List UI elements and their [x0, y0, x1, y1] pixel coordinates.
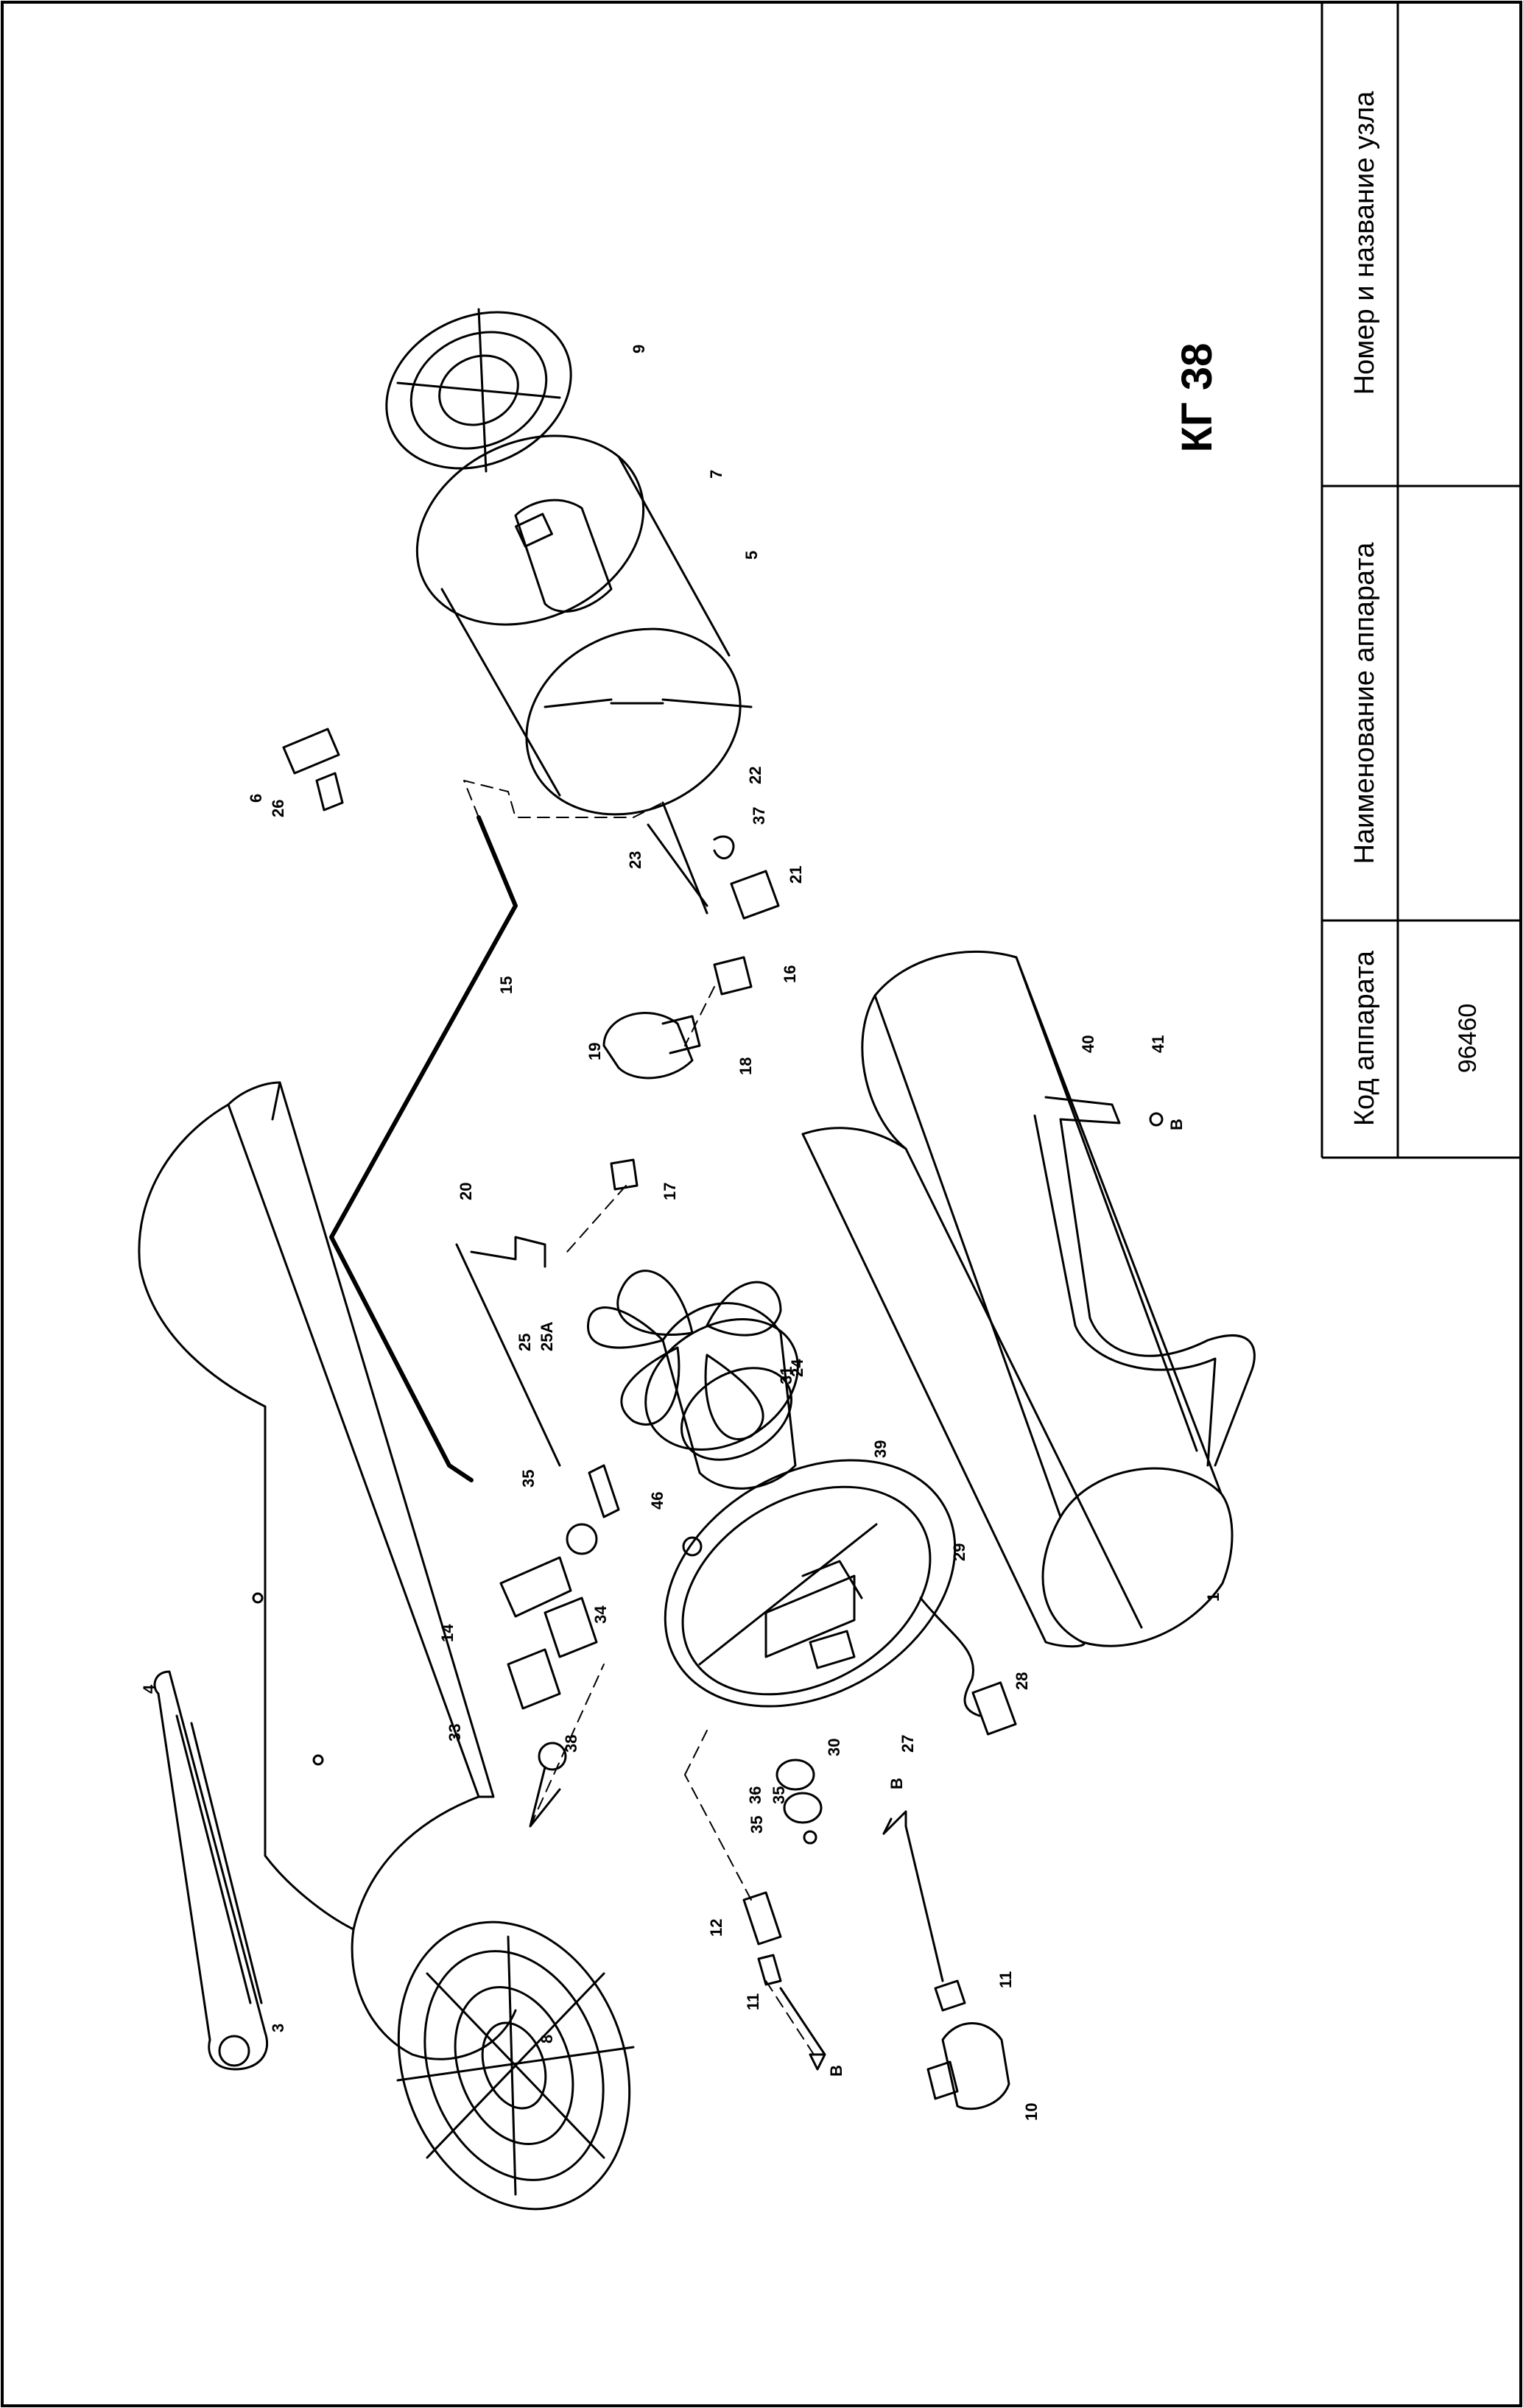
callout-label: 11 [996, 1971, 1015, 1988]
callout-label: 35 [770, 1786, 788, 1804]
callout-label: 34 [591, 1605, 610, 1624]
callout-label: 31 [777, 1367, 795, 1384]
callout-label: 35 [519, 1470, 538, 1488]
fan-motor [644, 1302, 799, 1490]
callout-label: 7 [707, 470, 725, 479]
callout-label: 5 [742, 551, 761, 560]
callout-label: 1 [1204, 1593, 1223, 1602]
callout-label: 3 [269, 2024, 287, 2032]
code-value: 96460 [1454, 1004, 1482, 1074]
stand-tube [1033, 1096, 1256, 1467]
callout-label: 24 [788, 1359, 806, 1377]
bracket [282, 728, 344, 812]
callout-label: 30 [825, 1739, 843, 1756]
callout-label: 19 [585, 1043, 604, 1060]
callout-label: 12 [707, 1919, 725, 1937]
callout-label: 6 [247, 794, 265, 803]
callout-label: B [1167, 1119, 1186, 1130]
callout-label: 38 [562, 1735, 580, 1753]
parts-diagram [138, 308, 1256, 2211]
piezo-igniter [647, 801, 780, 920]
callout-label: 22 [746, 767, 764, 784]
callout-label: 46 [648, 1492, 666, 1510]
title-block [1320, 2, 1521, 1159]
callout-label: B [887, 1778, 906, 1789]
valve-body [499, 1464, 620, 1828]
assembly-label: Номер и название узла [1349, 91, 1380, 395]
callout-label: 15 [497, 976, 516, 994]
spring [801, 1560, 863, 1599]
solenoid-valve [566, 956, 753, 1253]
gas-tube [455, 1236, 561, 1467]
callout-label: 8 [538, 2035, 556, 2043]
bolt [1149, 1112, 1164, 1127]
front-grille [396, 1921, 635, 2211]
callout-label: 26 [269, 800, 287, 817]
callout-label: 25A [538, 1322, 556, 1351]
callout-label: 21 [787, 866, 805, 884]
fan-blade [587, 1270, 782, 1440]
callout-label: 36 [746, 1786, 764, 1804]
callout-label: 41 [1149, 1035, 1167, 1053]
callout-label: 33 [446, 1724, 464, 1742]
callout-label: 28 [1013, 1672, 1031, 1690]
bushing [809, 1630, 856, 1669]
name-label: Наименование аппарата [1349, 542, 1380, 865]
burner-chamber [415, 434, 753, 816]
callout-label: 4 [140, 1684, 158, 1694]
callout-label: 9 [630, 345, 648, 353]
thermocouple-cable [329, 815, 518, 1482]
callout-label: B [827, 2065, 845, 2077]
hose-fitting [684, 1730, 826, 2071]
gas-regulator [882, 1810, 1010, 2110]
handle [153, 1670, 269, 2071]
callout-label: 25 [516, 1334, 534, 1351]
callout-label: 39 [871, 1440, 890, 1458]
callout-label: 40 [1079, 1035, 1097, 1053]
callout-label: 29 [950, 1543, 968, 1561]
rear-grille [385, 308, 572, 473]
callout-label: 14 [438, 1624, 457, 1642]
callout-label: 16 [781, 965, 799, 983]
callout-label: 17 [661, 1183, 679, 1200]
callout-label: 20 [457, 1183, 475, 1200]
piezo-button [775, 1759, 823, 1845]
callout-label: 37 [750, 807, 768, 825]
power-cord [919, 1596, 981, 1717]
callout-labels: 1 3 4 5 6 7 8 9 10 11 11 12 14 15 16 17 … [140, 345, 1223, 2121]
base-frame [664, 1459, 957, 1708]
callout-label: 10 [1022, 2103, 1041, 2121]
callout-label: 35 [748, 1816, 766, 1834]
outer-shell [801, 950, 1234, 1648]
model-title: КГ 38 [1173, 343, 1221, 453]
callout-label: 27 [898, 1735, 917, 1753]
callout-label: 11 [744, 1993, 762, 2010]
screw [682, 1536, 703, 1557]
callout-label: 23 [626, 851, 644, 869]
callout-label: 18 [736, 1057, 755, 1075]
code-label: Код аппарата [1349, 950, 1380, 1126]
rear-housing [138, 1081, 517, 2060]
